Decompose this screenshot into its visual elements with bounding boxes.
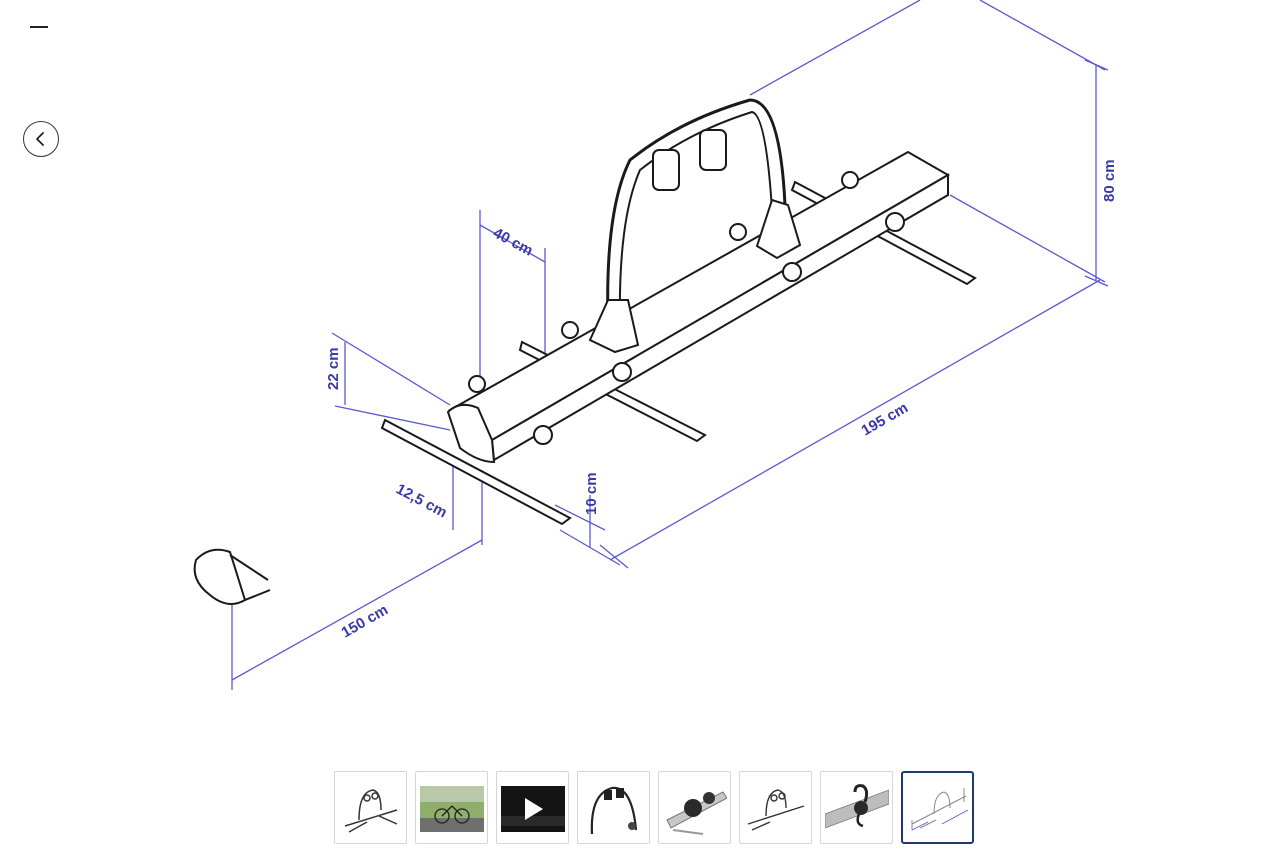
dim-10cm: 10 cm: [583, 472, 600, 515]
close-button[interactable]: [26, 14, 52, 40]
thumbnail-6[interactable]: [739, 771, 812, 844]
end-cap-detail: [193, 548, 271, 605]
thumbnail-strip: [334, 771, 974, 845]
minus-icon: [30, 26, 48, 28]
previous-image-button[interactable]: [23, 121, 59, 157]
arch-detail-icon: [590, 786, 637, 834]
dimension-drawing-icon: [911, 787, 968, 830]
thumbnail-4[interactable]: [577, 771, 650, 844]
dimension-lines: [231, 0, 1109, 690]
dim-12-5cm: 12,5 cm: [393, 481, 450, 522]
thumbnail-1[interactable]: [334, 771, 407, 844]
chevron-left-icon: [36, 132, 44, 146]
clamp-detail-icon: [665, 790, 727, 835]
photo-bike-icon: [419, 785, 484, 832]
thumbnail-5[interactable]: [658, 771, 731, 844]
dim-22cm: 22 cm: [325, 347, 342, 390]
thumbnail-7[interactable]: [820, 771, 893, 844]
dim-40cm: 40 cm: [490, 225, 536, 260]
video-play-icon: [500, 785, 565, 832]
thumbnail-8[interactable]: [901, 771, 974, 844]
rack-line-art: [380, 98, 977, 526]
bike-rack-side-icon: [747, 788, 804, 831]
main-image: 80 cm 40 cm 22 cm 195 cm 12,5 cm 10 cm 1…: [160, 0, 1140, 730]
bike-rack-dimension-drawing: 80 cm 40 cm 22 cm 195 cm 12,5 cm 10 cm 1…: [193, 0, 1118, 690]
strap-detail-icon: [824, 783, 889, 829]
dim-195cm: 195 cm: [859, 399, 912, 439]
thumbnail-3[interactable]: [496, 771, 569, 844]
dim-150cm: 150 cm: [339, 601, 392, 641]
bike-rack-icon: [344, 788, 397, 833]
dim-80cm: 80 cm: [1101, 159, 1118, 202]
thumbnail-2[interactable]: [415, 771, 488, 844]
